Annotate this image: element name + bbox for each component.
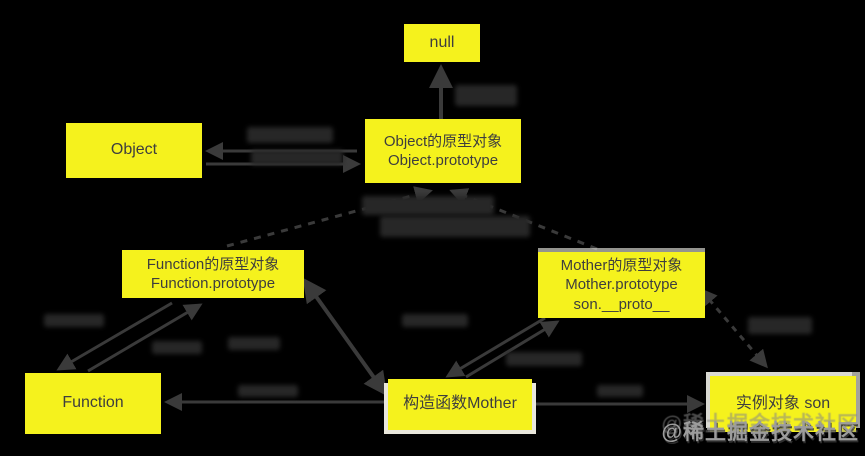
node-mother-prototype-line3: son.__proto__	[573, 295, 670, 313]
arrow-function-to-functionprototype	[87, 303, 203, 373]
node-null: null	[404, 24, 480, 62]
blurred-label	[44, 314, 104, 327]
arrow-mother-to-motherprototype	[465, 320, 560, 379]
node-mother-prototype: Mother的原型对象 Mother.prototype son.__proto…	[538, 252, 705, 318]
node-function-label: Function	[62, 394, 124, 412]
watermark: @稀土掘金技术社区	[661, 421, 859, 444]
blurred-label	[748, 317, 812, 334]
node-null-label: null	[429, 33, 455, 51]
node-mother-constructor: 构造函数Mother	[388, 379, 532, 430]
arrow-motherprototype-to-mother	[445, 316, 546, 378]
blurred-label	[402, 314, 468, 327]
node-object-prototype-line2: Object.prototype	[387, 152, 499, 169]
node-function-prototype-line1: Function的原型对象	[146, 255, 280, 273]
blurred-label	[380, 216, 530, 237]
node-function-prototype-line2: Function.prototype	[150, 275, 276, 292]
node-object-prototype: Object的原型对象 Object.prototype	[365, 119, 521, 183]
blurred-label	[238, 385, 298, 397]
blurred-label	[455, 85, 517, 106]
blurred-label	[251, 150, 343, 165]
blurred-label	[228, 337, 280, 350]
node-mother-prototype-line2: Mother.prototype	[565, 276, 678, 294]
node-function: Function	[25, 373, 161, 434]
node-son-instance: 实例对象 son	[710, 376, 856, 432]
node-object-label: Object	[110, 141, 158, 159]
arrow-functionprototype-to-function	[56, 301, 173, 371]
node-mother-prototype-line1: Mother的原型对象	[560, 256, 683, 274]
blurred-label	[247, 127, 333, 143]
blurred-label	[597, 385, 643, 397]
node-son-instance-label: 实例对象 son	[735, 394, 831, 412]
node-function-prototype: Function的原型对象 Function.prototype	[122, 250, 304, 298]
arrow-motherprototype-son	[699, 287, 768, 369]
blurred-label	[152, 341, 202, 354]
node-object-prototype-line1: Object的原型对象	[383, 132, 503, 150]
arrow-functionprototype-mother	[302, 277, 388, 397]
blurred-label	[362, 196, 494, 215]
blurred-label	[506, 352, 582, 366]
node-object: Object	[66, 123, 202, 178]
node-mother-constructor-label: 构造函数Mother	[403, 395, 517, 413]
